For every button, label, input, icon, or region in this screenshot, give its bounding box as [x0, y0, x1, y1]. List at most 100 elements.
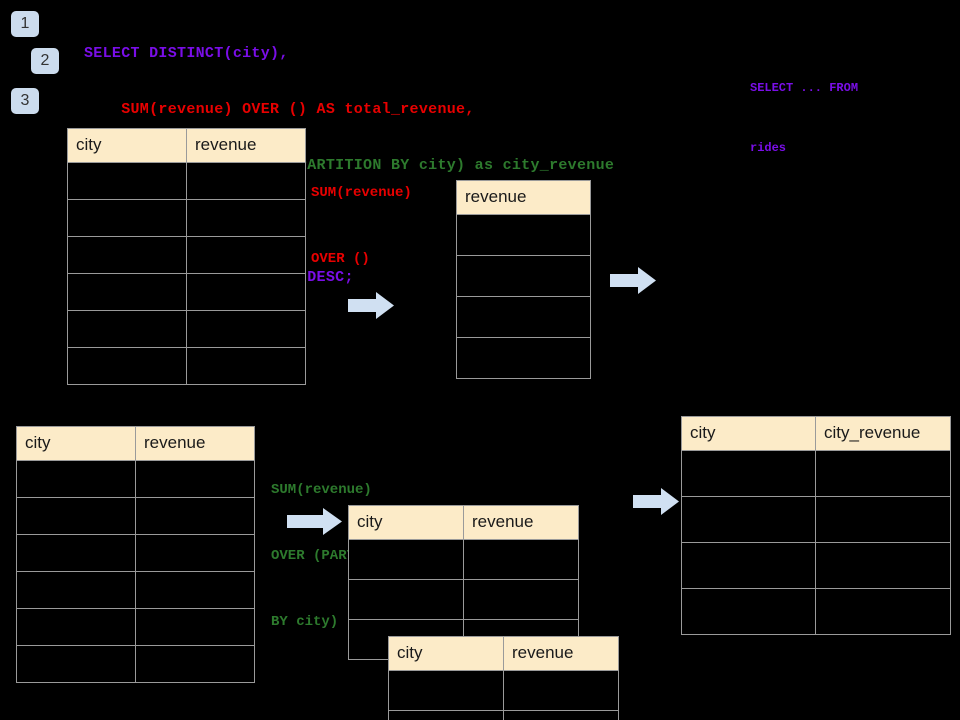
- select-from-rides-label: SELECT ... FROM rides: [750, 38, 858, 198]
- step-badge-1: 1: [11, 11, 39, 37]
- cell-city: [348, 539, 464, 580]
- step-badge-3: 3: [11, 88, 39, 114]
- column-header-revenue: revenue: [135, 426, 255, 461]
- table-row: [67, 347, 306, 385]
- arrow-bottom-left-icon: [287, 508, 342, 535]
- column-header-revenue: revenue: [456, 180, 591, 215]
- annotation-total-revenue-line1: SUM(revenue): [311, 185, 412, 201]
- cell-city: [67, 199, 187, 237]
- table-row: [388, 670, 619, 711]
- cell-revenue: [463, 579, 579, 620]
- table-row: [681, 588, 951, 635]
- table-row: [16, 460, 255, 498]
- table-row: [67, 273, 306, 311]
- table-row: [16, 497, 255, 535]
- column-header-city: city: [16, 426, 136, 461]
- cell-city: [67, 273, 187, 311]
- table-header-row: city revenue: [16, 426, 255, 461]
- cell-city: [681, 496, 816, 543]
- sql-line-total-revenue: SUM(revenue) OVER () AS total_revenue,: [84, 101, 475, 118]
- cell-revenue: [135, 497, 255, 535]
- cell-city: [388, 710, 504, 720]
- table-total-revenue: revenue: [456, 180, 591, 379]
- cell-city-revenue: [815, 450, 951, 497]
- cell-revenue: [456, 214, 591, 256]
- cell-city: [681, 450, 816, 497]
- cell-city: [16, 497, 136, 535]
- annotation-city-revenue-line1: SUM(revenue): [271, 482, 372, 498]
- table-partition-front: city revenue: [388, 636, 619, 720]
- arrow-top-right-icon: [610, 267, 656, 294]
- cell-city-revenue: [815, 496, 951, 543]
- cell-city: [16, 534, 136, 572]
- cell-revenue: [186, 199, 306, 237]
- column-header-city: city: [348, 505, 464, 540]
- table-row: [16, 608, 255, 646]
- cell-city: [348, 579, 464, 620]
- table-row: [348, 539, 579, 580]
- cell-revenue: [503, 670, 619, 711]
- table-header-row: city revenue: [348, 505, 579, 540]
- cell-city: [16, 645, 136, 683]
- cell-city: [681, 588, 816, 635]
- sql-line-select: SELECT DISTINCT(city),: [84, 45, 289, 62]
- cell-revenue: [186, 310, 306, 348]
- arrow-top-left-icon: [348, 292, 394, 319]
- table-header-row: revenue: [456, 180, 591, 215]
- cell-city: [67, 310, 187, 348]
- table-row: [348, 579, 579, 620]
- cell-revenue: [186, 347, 306, 385]
- cell-city: [681, 542, 816, 589]
- cell-revenue: [186, 236, 306, 274]
- cell-city: [67, 347, 187, 385]
- table-row: [16, 645, 255, 683]
- table-header-row: city revenue: [388, 636, 619, 671]
- cell-city-revenue: [815, 588, 951, 635]
- cell-revenue: [186, 273, 306, 311]
- column-header-revenue: revenue: [463, 505, 579, 540]
- table-row: [16, 571, 255, 609]
- annotation-total-revenue-line2: OVER (): [311, 251, 370, 267]
- table-source-bottom: city revenue: [16, 426, 255, 683]
- table-row: [456, 214, 591, 256]
- step-badge-2: 2: [31, 48, 59, 74]
- annotation-total-revenue: SUM(revenue) OVER (): [311, 138, 412, 314]
- table-row: [67, 162, 306, 200]
- table-row: [456, 255, 591, 297]
- cell-revenue: [135, 608, 255, 646]
- table-row: [67, 199, 306, 237]
- cell-revenue: [456, 296, 591, 338]
- cell-revenue: [135, 571, 255, 609]
- table-row: [681, 450, 951, 497]
- table-row: [456, 337, 591, 379]
- cell-revenue: [135, 645, 255, 683]
- cell-revenue: [503, 710, 619, 720]
- table-source-top: city revenue: [67, 128, 306, 385]
- table-header-row: city city_revenue: [681, 416, 951, 451]
- cell-city-revenue: [815, 542, 951, 589]
- cell-revenue: [463, 539, 579, 580]
- column-header-city: city: [67, 128, 187, 163]
- cell-revenue: [135, 460, 255, 498]
- cell-revenue: [456, 337, 591, 379]
- cell-city: [67, 236, 187, 274]
- arrow-bottom-right-icon: [633, 488, 679, 515]
- cell-revenue: [135, 534, 255, 572]
- cell-city: [16, 460, 136, 498]
- table-row: [388, 710, 619, 720]
- column-header-city: city: [388, 636, 504, 671]
- select-from-rides-line2: rides: [750, 141, 787, 155]
- table-row: [67, 310, 306, 348]
- table-header-row: city revenue: [67, 128, 306, 163]
- cell-city: [16, 608, 136, 646]
- cell-city: [388, 670, 504, 711]
- annotation-city-revenue-line3: BY city): [271, 614, 339, 630]
- select-from-rides-line1: SELECT ... FROM: [750, 81, 859, 95]
- table-row: [681, 542, 951, 589]
- table-row: [67, 236, 306, 274]
- column-header-city: city: [681, 416, 816, 451]
- table-row: [456, 296, 591, 338]
- cell-city: [67, 162, 187, 200]
- cell-revenue: [186, 162, 306, 200]
